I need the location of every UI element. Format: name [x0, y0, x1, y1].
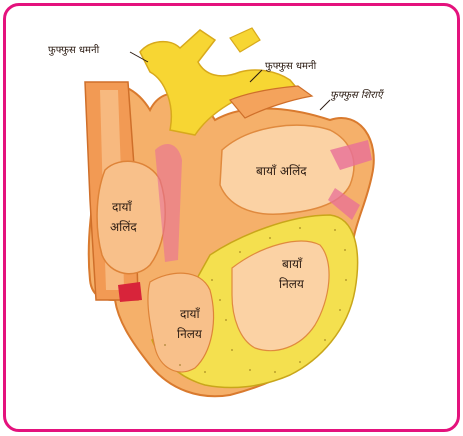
right-ventricle-chamber [148, 273, 214, 372]
label-left-ventricle-line2: निलय [279, 275, 304, 292]
label-pulmonary-artery: फुफ्फुस धमनी [48, 42, 99, 56]
label-pulmonary-artery-right: फुफ्फुस धमनी [265, 58, 316, 72]
label-pulmonary-veins: फुफ्फुस शिराएँ [330, 87, 383, 101]
valve-red [118, 282, 142, 302]
label-right-atrium-line1: दायाँ [112, 198, 132, 215]
aorta-branch [230, 28, 260, 52]
label-left-ventricle-line1: बायाँ [282, 255, 302, 272]
label-right-ventricle-line1: दायाँ [180, 305, 200, 322]
leader-pulmonary-veins [320, 100, 330, 110]
label-left-atrium: बायाँ अलिंद [256, 162, 307, 179]
label-right-ventricle-line2: निलय [177, 325, 202, 342]
label-right-atrium-line2: अलिंद [110, 218, 137, 235]
